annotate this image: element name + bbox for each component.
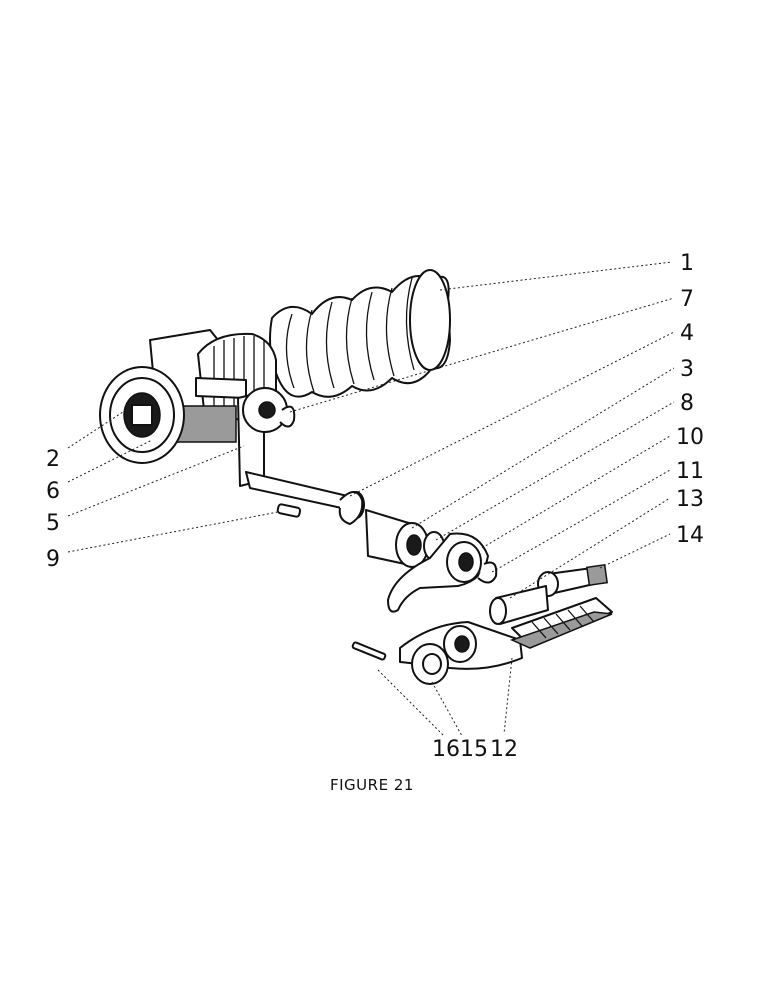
callout-11: 11 — [676, 459, 704, 484]
sleeve — [489, 585, 549, 625]
split-pin — [351, 641, 387, 661]
circlip-4 — [338, 491, 364, 525]
callout-1: 1 — [680, 251, 694, 276]
callout-16: 16 — [432, 737, 460, 762]
lever-shaft — [195, 377, 365, 519]
clip-11 — [477, 561, 498, 584]
callout-8: 8 — [680, 391, 694, 416]
rocker-lever — [387, 532, 489, 613]
callout-4: 4 — [680, 321, 694, 346]
callout-3: 3 — [680, 357, 694, 382]
callout-6: 6 — [46, 479, 60, 504]
callout-13: 13 — [676, 487, 704, 512]
leader-lines — [67, 261, 675, 737]
callout-12: 12 — [490, 737, 518, 762]
callout-15: 15 — [460, 737, 488, 762]
callout-14: 14 — [676, 523, 704, 548]
callout-2: 2 — [46, 447, 60, 472]
callout-5: 5 — [46, 511, 60, 536]
bushing — [365, 509, 429, 568]
figure-caption: FIGURE 21 — [330, 776, 414, 794]
coil-spring — [269, 269, 451, 398]
callout-labels: 1 7 4 3 8 10 11 13 14 2 6 5 9 16 15 12 — [46, 251, 704, 762]
callout-10: 10 — [676, 425, 704, 450]
callout-9: 9 — [46, 547, 60, 572]
circlip-7 — [279, 405, 296, 428]
callout-7: 7 — [680, 287, 694, 312]
threaded-pin — [537, 563, 609, 597]
key-9 — [276, 503, 302, 518]
washer — [411, 643, 449, 685]
